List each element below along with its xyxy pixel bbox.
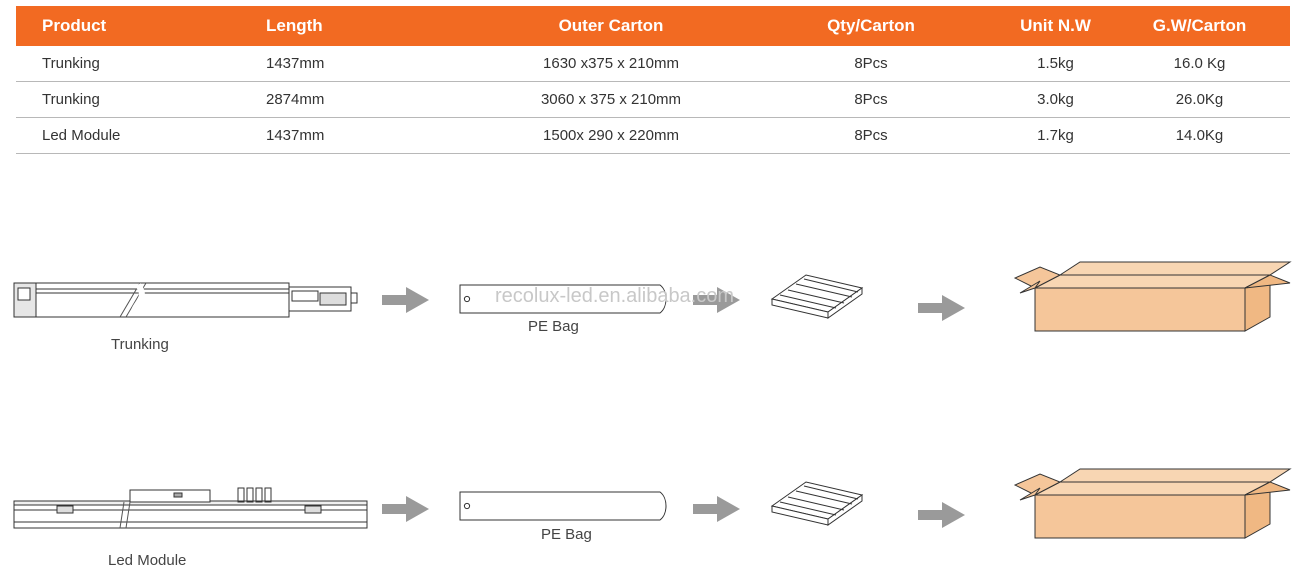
header-qty-carton: Qty/Carton (740, 6, 1002, 46)
foam-tray-icon (770, 274, 864, 319)
cell-length: 1437mm (252, 117, 482, 154)
cell-unit-nw: 1.7kg (1002, 117, 1109, 154)
cell-outer-carton: 1500x 290 x 220mm (482, 117, 740, 154)
header-length: Length (252, 6, 482, 46)
table-row: Led Module 1437mm 1500x 290 x 220mm 8Pcs… (16, 117, 1290, 154)
arrow-right-icon (382, 287, 429, 313)
carton-box-icon (1013, 468, 1292, 539)
arrow-right-icon (693, 496, 740, 522)
arrow-right-icon (918, 502, 965, 528)
led-module-drawing (13, 487, 368, 529)
trunking-drawing (13, 282, 358, 318)
packing-flow-led-module: Led Module PE Bag (0, 462, 1293, 580)
cell-outer-carton: 3060 x 375 x 210mm (482, 81, 740, 118)
pe-bag-icon (459, 491, 667, 521)
cell-gw-carton: 16.0 Kg (1109, 46, 1290, 82)
cell-unit-nw: 1.5kg (1002, 46, 1109, 82)
product-label-led-module: Led Module (108, 552, 187, 569)
cell-qty-carton: 8Pcs (740, 117, 1002, 154)
cell-product: Trunking (16, 46, 252, 82)
cell-length: 1437mm (252, 46, 482, 82)
cell-qty-carton: 8Pcs (740, 46, 1002, 82)
cell-length: 2874mm (252, 81, 482, 118)
header-gw-carton: G.W/Carton (1109, 6, 1290, 46)
packing-spec-table: Product Length Outer Carton Qty/Carton U… (16, 6, 1290, 154)
table-row: Trunking 1437mm 1630 x375 x 210mm 8Pcs 1… (16, 46, 1290, 82)
header-outer-carton: Outer Carton (482, 6, 740, 46)
carton-box-icon (1013, 261, 1292, 332)
packing-flow-graphic: recolux-led.en.alibaba.com (13, 261, 1292, 332)
foam-tray-icon (770, 481, 864, 526)
pe-bag-icon (459, 284, 667, 314)
arrow-right-icon (918, 295, 965, 321)
header-unit-nw: Unit N.W (1002, 6, 1109, 46)
pe-bag-label: PE Bag (528, 318, 579, 335)
packing-flow-graphic (13, 468, 1292, 539)
pe-bag-label: PE Bag (541, 526, 592, 543)
table-row: Trunking 2874mm 3060 x 375 x 210mm 8Pcs … (16, 81, 1290, 118)
cell-outer-carton: 1630 x375 x 210mm (482, 46, 740, 82)
cell-qty-carton: 8Pcs (740, 81, 1002, 118)
header-product: Product (16, 6, 252, 46)
watermark-text: recolux-led.en.alibaba.com (495, 285, 734, 307)
arrow-right-icon (382, 496, 429, 522)
cell-gw-carton: 14.0Kg (1109, 117, 1290, 154)
cell-gw-carton: 26.0Kg (1109, 81, 1290, 118)
cell-unit-nw: 3.0kg (1002, 81, 1109, 118)
product-label-trunking: Trunking (111, 336, 169, 353)
cell-product: Led Module (16, 117, 252, 154)
cell-product: Trunking (16, 81, 252, 118)
packing-flow-trunking: recolux-led.en.alibaba.com Trunking PE B… (0, 255, 1293, 365)
table-header-row: Product Length Outer Carton Qty/Carton U… (16, 6, 1290, 46)
arrow-right-icon (693, 287, 740, 313)
